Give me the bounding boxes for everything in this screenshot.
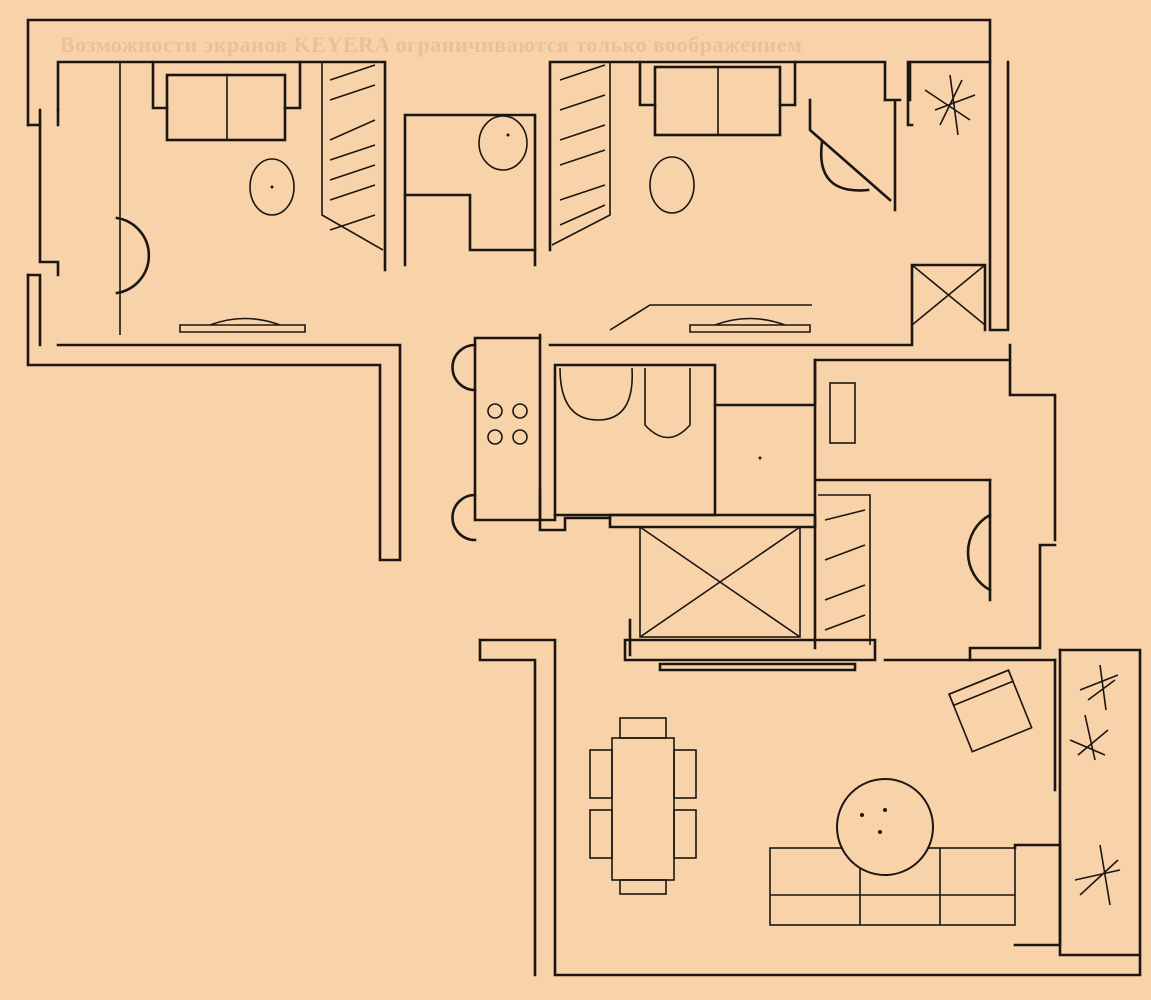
plant-icon [1069, 714, 1109, 761]
stove-burners [487, 403, 528, 445]
bleed-through-text: Возможности экранов KEYERA ограничиваютс… [60, 32, 803, 57]
plant-icon [1079, 664, 1119, 711]
toilet [644, 368, 691, 439]
door-swing-arc [819, 140, 870, 192]
door-swing-arc [966, 513, 992, 592]
radiator [689, 317, 811, 333]
coffee-table [836, 778, 934, 876]
plant-icon [1074, 844, 1121, 906]
window-arc [451, 343, 477, 392]
bathroom [559, 367, 716, 515]
door-leaf [808, 98, 892, 202]
armchair [948, 669, 1033, 753]
right-bedroom [551, 60, 986, 333]
bed-headboard [151, 60, 302, 110]
walls [26, 18, 1142, 977]
toilet-bowl [478, 115, 528, 171]
table-center-dot [270, 185, 274, 189]
kitchen [451, 343, 528, 542]
toilet-dot [506, 133, 510, 137]
door-swing-arc [115, 216, 151, 295]
bed-headboard [638, 60, 797, 107]
bed [165, 73, 287, 142]
wardrobe [818, 494, 871, 645]
radiator [179, 317, 306, 333]
dining-table [589, 717, 697, 895]
shelf [829, 382, 856, 444]
partition-diagonal [609, 304, 812, 331]
round-table [649, 156, 695, 214]
ventilation-shaft [911, 264, 986, 326]
round-table [249, 158, 295, 216]
coffee-table-dots [860, 808, 887, 834]
dot [758, 456, 762, 460]
wardrobe [551, 62, 611, 246]
side-room [758, 382, 992, 645]
plant-icon [924, 74, 976, 136]
left-bedroom [115, 60, 384, 335]
threshold [658, 662, 857, 672]
wc [478, 115, 528, 171]
window-arc [451, 493, 477, 542]
wardrobe [119, 62, 384, 335]
living-room [589, 664, 1121, 926]
elevator-shaft [639, 526, 801, 638]
sink [559, 367, 633, 421]
